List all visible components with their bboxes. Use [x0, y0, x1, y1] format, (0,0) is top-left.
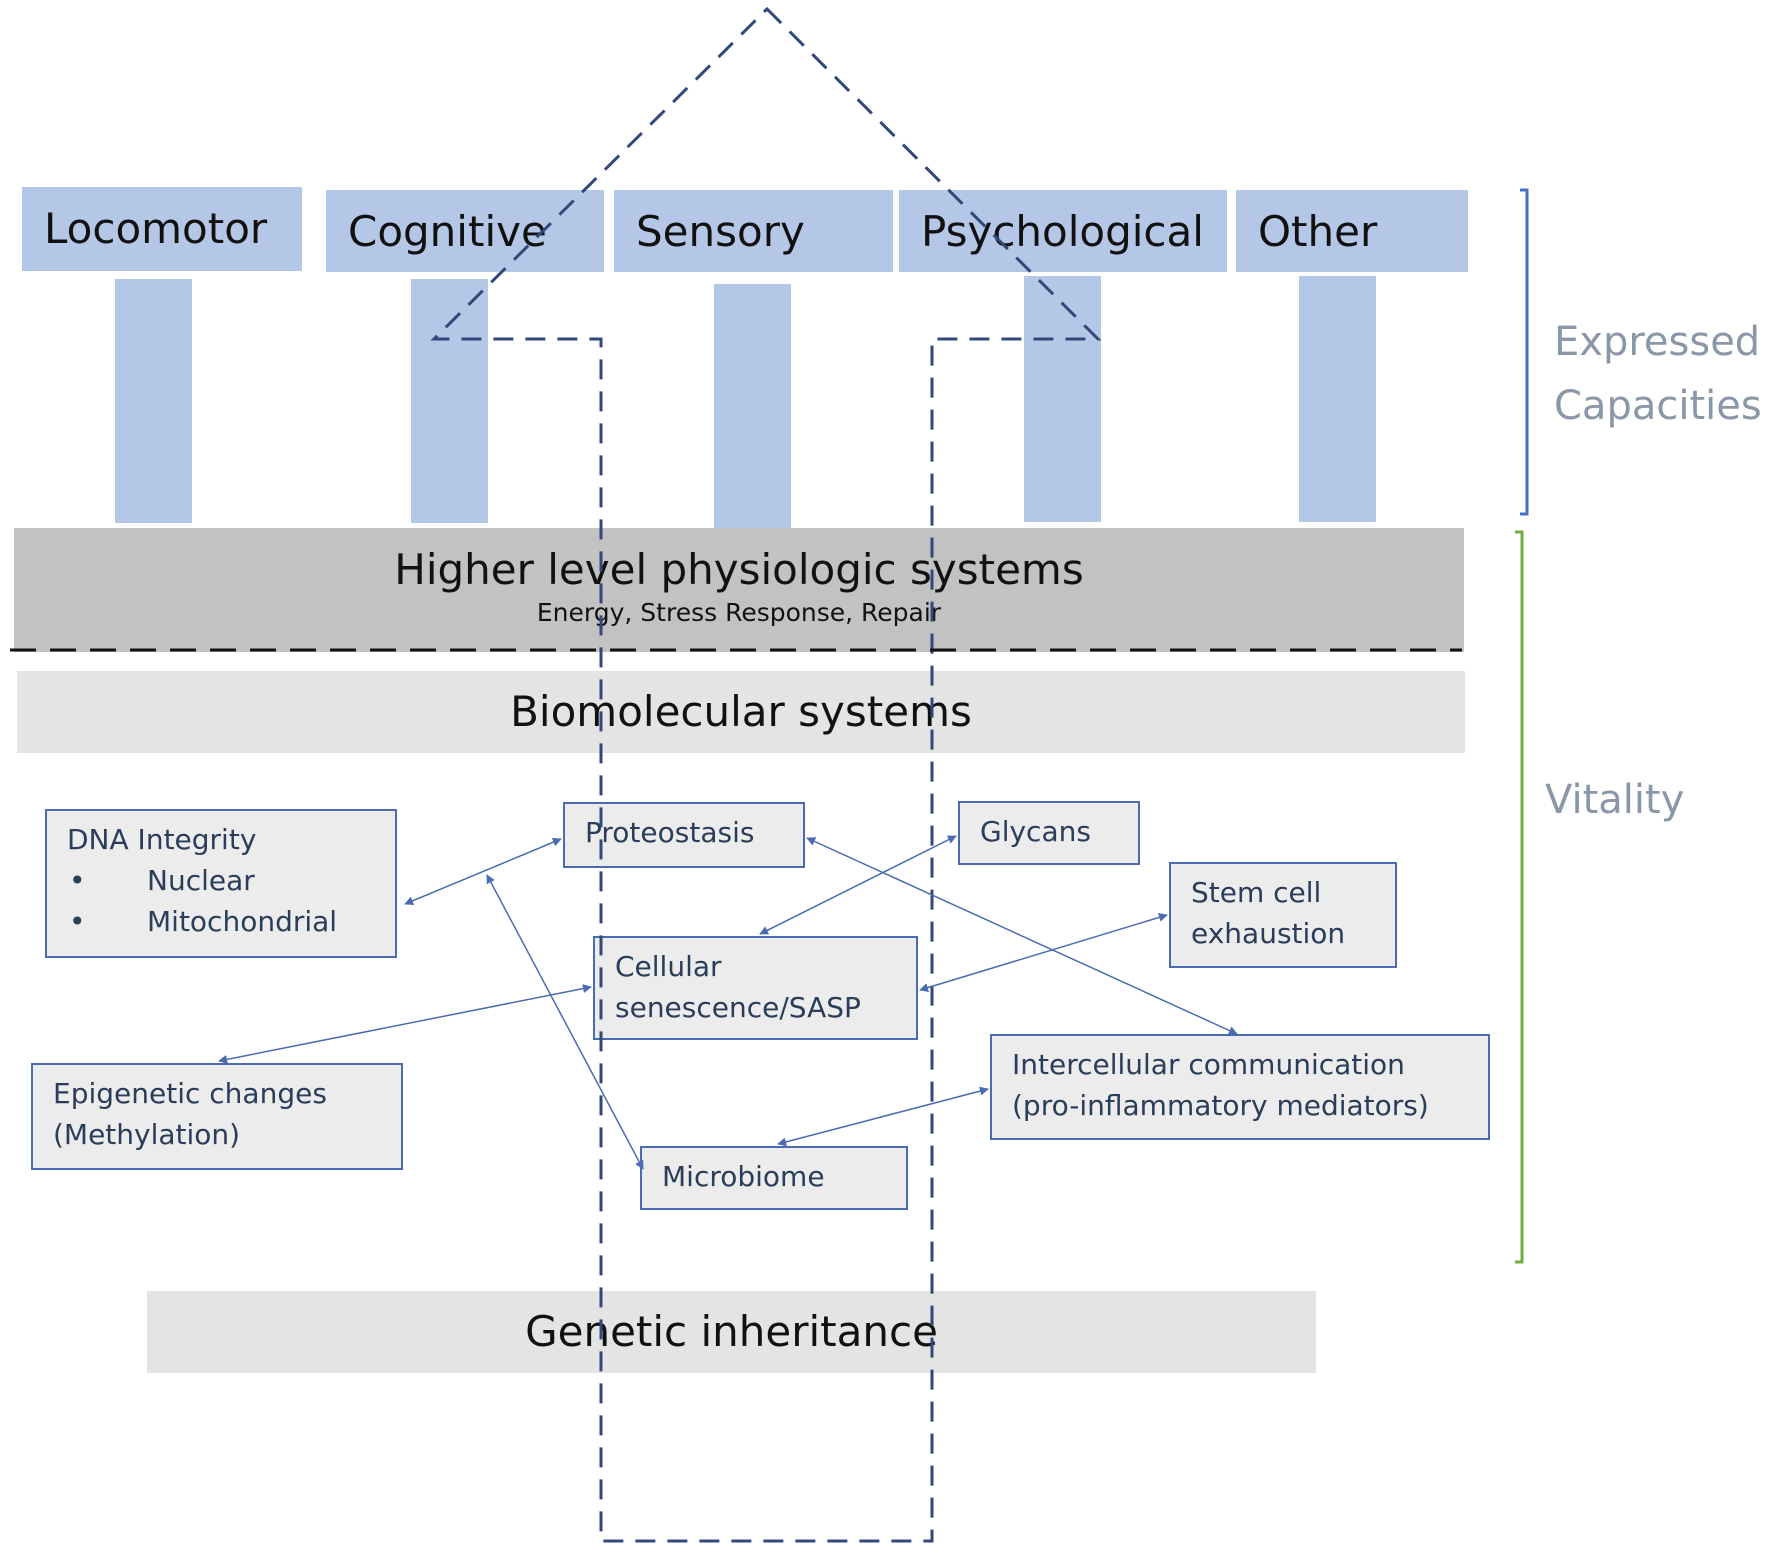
pillar-other	[1299, 276, 1376, 522]
biomolecular-systems-title: Biomolecular systems	[510, 687, 972, 736]
connector-proteostasis-microbiome	[486, 874, 644, 1170]
higher-level-systems-band: Higher level physiologic systems Energy,…	[14, 528, 1464, 652]
bullet-icon: •	[69, 905, 86, 938]
capacity-cognitive: Cognitive	[326, 190, 604, 272]
expressed-capacities-label: Expressed Capacities	[1554, 319, 1762, 429]
dna-item-label: Mitochondrial	[147, 905, 338, 938]
connector-intercellular-microbiome	[777, 1086, 989, 1147]
higher-level-systems-title: Higher level physiologic systems	[394, 545, 1084, 594]
higher-level-systems-subtitle: Energy, Stress Response, Repair	[536, 598, 942, 627]
node-proteostasis: Proteostasis	[563, 802, 805, 868]
dna-item-mitochondrial: • Mitochondrial	[67, 901, 375, 942]
pillar-sensory	[714, 284, 791, 528]
connector-stem-cell-senescence	[919, 913, 1168, 992]
capacity-sensory: Sensory	[614, 190, 893, 272]
dna-integrity-title: DNA Integrity	[67, 823, 257, 856]
genetic-inheritance-title: Genetic inheritance	[525, 1307, 938, 1356]
biomolecular-systems-band: Biomolecular systems	[17, 671, 1465, 753]
bullet-icon: •	[69, 864, 86, 897]
connector-senescence-epigenetic	[218, 984, 592, 1064]
node-intercellular-communication: Intercellular communication (pro-inflamm…	[990, 1034, 1490, 1140]
dna-item-label: Nuclear	[147, 864, 255, 897]
node-dna-integrity: DNA Integrity • Nuclear • Mitochondrial	[45, 809, 397, 958]
connector-dna-proteostasis	[404, 837, 562, 906]
node-epigenetic-changes: Epigenetic changes (Methylation)	[31, 1063, 403, 1170]
pillar-cognitive	[411, 279, 488, 523]
connector-glycans-senescence	[759, 835, 957, 935]
capacities-bracket	[1520, 188, 1529, 516]
connector-proteostasis-intercellular	[806, 837, 1238, 1035]
capacity-other: Other	[1236, 190, 1468, 272]
genetic-inheritance-band: Genetic inheritance	[147, 1291, 1316, 1373]
pillar-psychological	[1024, 276, 1101, 522]
vitality-label: Vitality	[1545, 777, 1685, 823]
capacity-psychological: Psychological	[899, 190, 1227, 272]
vitality-bracket	[1515, 530, 1524, 1264]
dna-item-nuclear: • Nuclear	[67, 860, 375, 901]
capacity-locomotor: Locomotor	[22, 187, 302, 271]
pillar-locomotor	[115, 279, 192, 523]
node-microbiome: Microbiome	[640, 1146, 908, 1210]
dashed-house-arrow	[430, 6, 1102, 1543]
